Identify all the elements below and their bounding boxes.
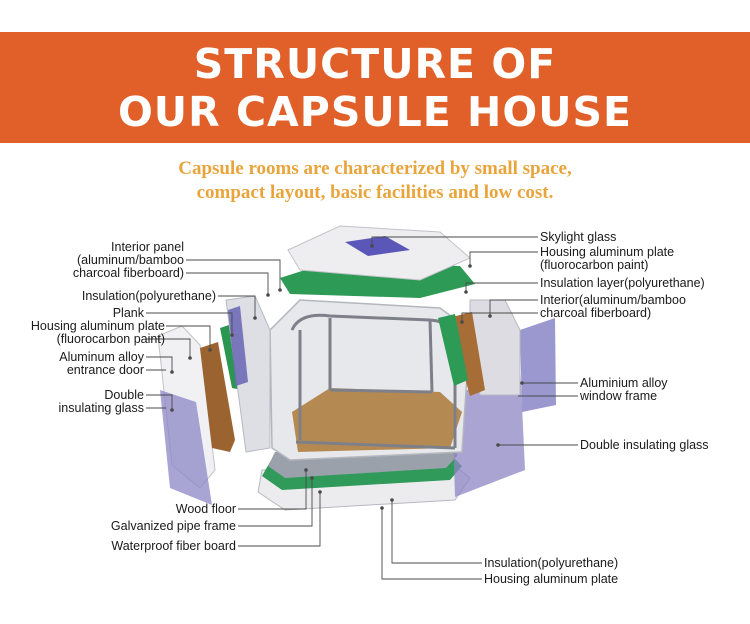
label-interior-right: Interior(aluminum/bamboo charcoal fiberb… [540,293,686,320]
title-line-1: STRUCTURE OF [193,40,557,88]
subtitle-line-1: Capsule rooms are characterized by small… [178,158,572,179]
left-plank [200,342,235,452]
label-fiber-board: Waterproof fiber board [111,539,236,553]
label-plank: Plank [112,306,144,320]
label-wood-floor: Wood floor [175,502,236,516]
label-pipe-frame: Galvanized pipe frame [110,519,236,533]
label-housing-plate-left: Housing aluminum plate (fluorocarbon pai… [30,319,165,346]
subtitle-line-2: compact layout, basic facilities and low… [196,182,554,203]
label-housing-plate-bottom: Housing aluminum plate [484,572,619,586]
right-window-panel [520,318,556,412]
title-line-2: OUR CAPSULE HOUSE [117,88,633,136]
label-window-frame: Aluminium alloy window frame [580,376,668,403]
right-leader-lines [371,236,578,580]
leader-endpoints [170,244,524,510]
left-leader-lines [146,259,321,547]
label-double-glass-left: Double insulating glass [58,388,144,415]
label-insulation-top: Insulation layer(polyurethane) [540,276,705,290]
label-insulation-bottom: Insulation(polyurethane) [484,556,619,570]
label-double-glass-right: Double insulating glass [580,438,709,452]
title-banner: STRUCTURE OF OUR CAPSULE HOUSE [0,32,750,143]
label-insulation-left: Insulation(polyurethane) [81,289,216,303]
right-insulation [438,314,468,386]
label-entrance-door: Aluminum alloy entrance door [59,350,144,377]
wood-floor-surface [292,388,462,452]
left-glass-panel [160,390,212,505]
skylight-glass [345,236,410,256]
label-skylight: Skylight glass [540,230,617,244]
label-interior-panel: Interior panel (aluminum/bamboo charcoal… [72,240,184,280]
label-housing-plate-top: Housing aluminum plate (fluorocarbon pai… [540,245,675,272]
left-interior-panel [228,306,248,386]
